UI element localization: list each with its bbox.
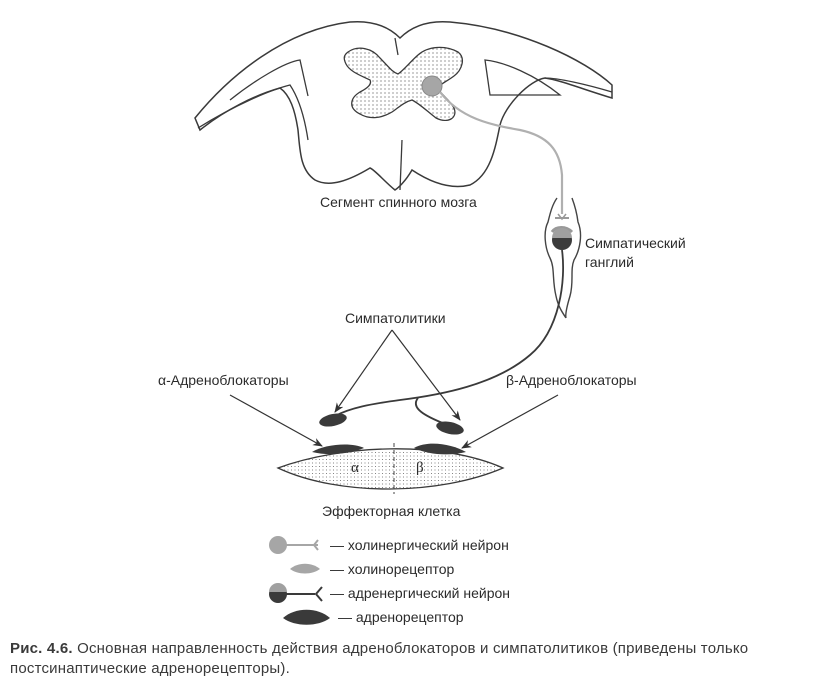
- spinal-cord-segment: [194, 20, 613, 191]
- spinal-segment-label: Сегмент спинного мозга: [320, 194, 477, 210]
- legend-label-cholinergic-neuron: — холинергический нейрон: [330, 537, 509, 553]
- beta-blockers-arrow: [461, 394, 559, 449]
- ganglion-cholinoreceptor: [550, 226, 574, 234]
- adrenoreceptor-icon: [283, 609, 330, 625]
- preganglionic-axon: [439, 91, 564, 214]
- cholinoreceptor-icon: [290, 563, 320, 574]
- effector-cell-label: Эффекторная клетка: [322, 503, 461, 519]
- alpha-adrenoreceptor: [312, 444, 364, 455]
- drug-action-arrows: [229, 329, 559, 449]
- alpha-blockers-arrow: [229, 394, 323, 447]
- spinal-cord-outline: [194, 20, 613, 191]
- caption-number: Рис. 4.6.: [10, 640, 73, 657]
- caption-text: Основная направленность действия адреноб…: [10, 640, 749, 677]
- legend-label-adrenergic-neuron: — адренергический нейрон: [330, 585, 510, 601]
- alpha-blockers-label: α-Адреноблокаторы: [158, 372, 289, 388]
- figure-caption: Рис. 4.6. Основная направленность действ…: [10, 639, 810, 679]
- adrenergic-neuron-icon: [269, 583, 323, 603]
- gray-matter: [343, 46, 464, 122]
- preganglionic-neuron-body: [421, 75, 443, 97]
- beta-adrenoreceptor: [414, 443, 466, 455]
- beta-region-label: β: [416, 460, 424, 476]
- postganglionic-axon: [334, 249, 565, 417]
- alpha-nerve-terminal: [319, 413, 347, 427]
- beta-nerve-terminal: [436, 421, 464, 435]
- sympatholytics-label: Симпатолитики: [345, 310, 446, 326]
- legend-label-adrenoreceptor: — адренорецептор: [338, 609, 464, 625]
- sympatholytics-arrow-left: [334, 329, 393, 413]
- ganglion-label-line1: Симпатический: [585, 235, 686, 251]
- alpha-region-label: α: [351, 460, 359, 476]
- ganglion-label-line2: ганглий: [585, 254, 634, 270]
- effector-cell: [276, 448, 505, 490]
- cholinergic-neuron-icon: [269, 536, 319, 554]
- legend-label-cholinoreceptor: — холинорецептор: [330, 561, 455, 577]
- beta-blockers-label: β-Адреноблокаторы: [506, 372, 637, 388]
- legend: — холинергический нейрон — холинорецепто…: [269, 536, 510, 625]
- sympatholytics-arrow-right: [391, 329, 461, 421]
